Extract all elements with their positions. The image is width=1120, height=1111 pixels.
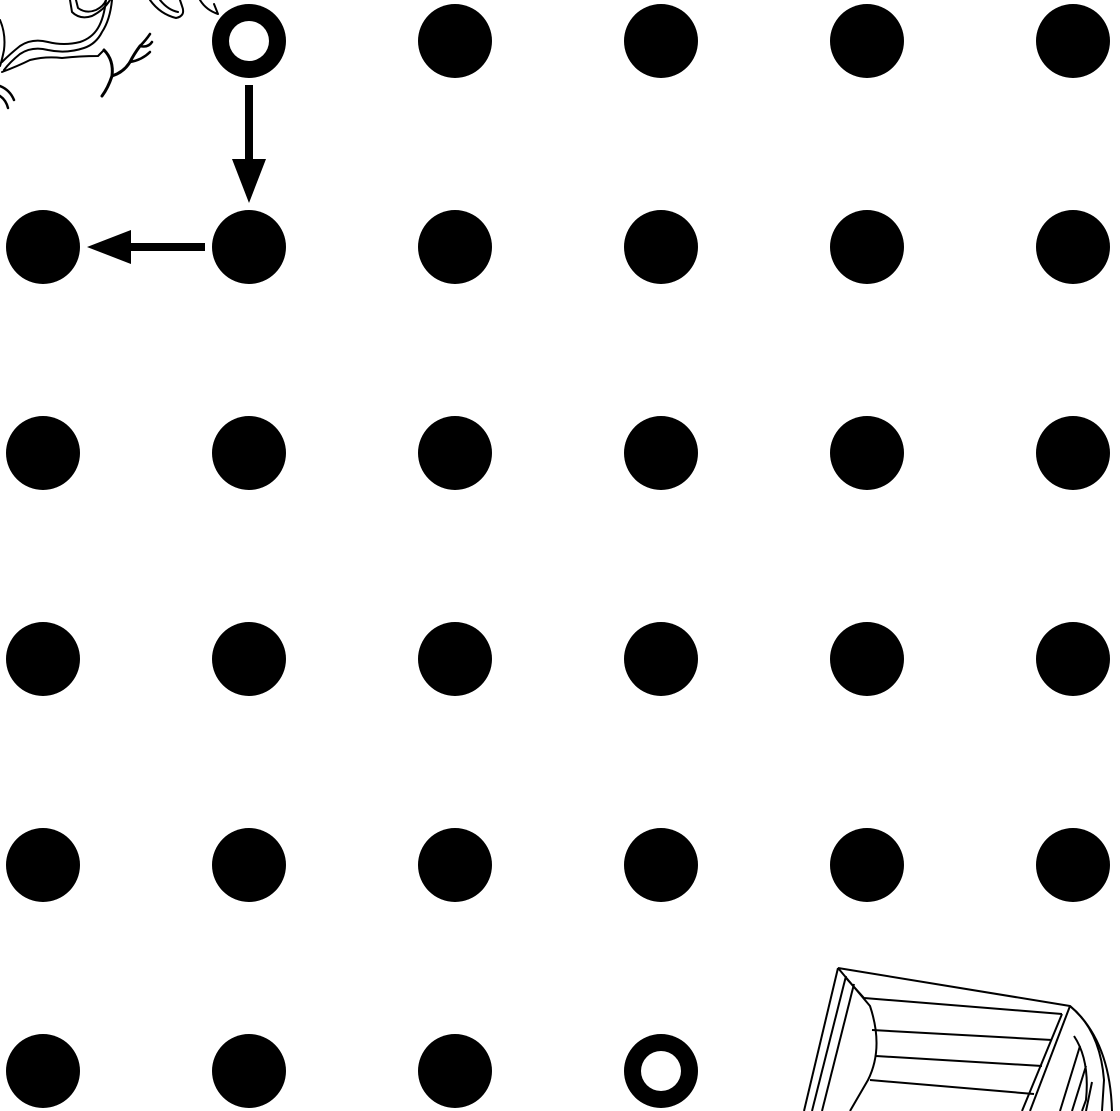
grid-dot-shape (418, 4, 492, 78)
grid-dot-shape (624, 828, 698, 902)
grid-dot-r3-c2[interactable] (418, 622, 492, 696)
grid-dot-shape (212, 622, 286, 696)
grid-dot-shape (830, 622, 904, 696)
grid-dot-shape (418, 828, 492, 902)
grid-dot-shape (624, 622, 698, 696)
grid-dot-r0-c5[interactable] (1036, 4, 1110, 78)
grid-dot-shape (6, 1034, 80, 1108)
grid-dot-r1-c1[interactable] (212, 210, 286, 284)
arrowhead-icon (232, 159, 266, 203)
grid-dot-shape (624, 416, 698, 490)
dot-grid (6, 4, 1110, 1108)
grid-dot-r4-c3[interactable] (624, 828, 698, 902)
grid-dot-r2-c4[interactable] (830, 416, 904, 490)
grid-dot-shape (418, 210, 492, 284)
grid-dot-shape (212, 1034, 286, 1108)
grid-dot-r1-c2[interactable] (418, 210, 492, 284)
grid-dot-r2-c2[interactable] (418, 416, 492, 490)
grid-dot-shape (830, 210, 904, 284)
grid-dot-r3-c0[interactable] (6, 622, 80, 696)
grid-dot-shape (212, 828, 286, 902)
grid-dot-r5-c2[interactable] (418, 1034, 492, 1108)
grid-dot-shape (830, 828, 904, 902)
grid-dot-r5-c0[interactable] (6, 1034, 80, 1108)
grid-dot-r1-c5[interactable] (1036, 210, 1110, 284)
grid-dot-shape (418, 416, 492, 490)
grid-dot-r1-c0[interactable] (6, 210, 80, 284)
grid-dot-r2-c3[interactable] (624, 416, 698, 490)
grid-dot-r3-c1[interactable] (212, 622, 286, 696)
arrowhead-icon (87, 230, 131, 264)
start-dot-hollow-center (229, 21, 269, 61)
grid-dot-shape (830, 4, 904, 78)
grid-dot-r4-c1[interactable] (212, 828, 286, 902)
grid-dot-shape (1036, 4, 1110, 78)
grid-dot-r2-c5[interactable] (1036, 416, 1110, 490)
grid-dot-shape (1036, 210, 1110, 284)
grid-dot-r4-c0[interactable] (6, 828, 80, 902)
goal-dot-hollow-center (641, 1051, 681, 1091)
grid-dot-shape (624, 210, 698, 284)
grid-dot-shape (624, 4, 698, 78)
grid-dot-shape (1036, 416, 1110, 490)
goal-dot-r5-c3[interactable] (624, 1034, 698, 1108)
grid-dot-r3-c3[interactable] (624, 622, 698, 696)
grid-dot-r1-c3[interactable] (624, 210, 698, 284)
start-dot-r0-c1[interactable] (212, 4, 286, 78)
grid-dot-r2-c0[interactable] (6, 416, 80, 490)
grid-dot-shape (418, 1034, 492, 1108)
grid-dot-r0-c2[interactable] (418, 4, 492, 78)
grid-dot-shape (6, 210, 80, 284)
grid-dot-shape (6, 622, 80, 696)
grid-dot-shape (418, 622, 492, 696)
grid-dot-r2-c1[interactable] (212, 416, 286, 490)
move-arrow-left-1 (87, 230, 205, 264)
grid-dot-r3-c5[interactable] (1036, 622, 1110, 696)
grid-dot-shape (6, 416, 80, 490)
grid-dot-shape (212, 416, 286, 490)
grid-dot-shape (1036, 622, 1110, 696)
move-arrow-down-0 (232, 85, 266, 203)
grid-dot-shape (830, 416, 904, 490)
grid-dot-shape (1036, 828, 1110, 902)
grid-dot-r4-c4[interactable] (830, 828, 904, 902)
creature-illustration (0, 0, 218, 108)
grid-dot-r5-c1[interactable] (212, 1034, 286, 1108)
grid-dot-r1-c4[interactable] (830, 210, 904, 284)
wooden-crate-illustration (804, 968, 1112, 1111)
grid-dot-r0-c3[interactable] (624, 4, 698, 78)
grid-dot-shape (212, 210, 286, 284)
grid-dot-r0-c4[interactable] (830, 4, 904, 78)
grid-dot-r4-c5[interactable] (1036, 828, 1110, 902)
grid-dot-r3-c4[interactable] (830, 622, 904, 696)
grid-dot-r4-c2[interactable] (418, 828, 492, 902)
grid-dot-shape (6, 828, 80, 902)
